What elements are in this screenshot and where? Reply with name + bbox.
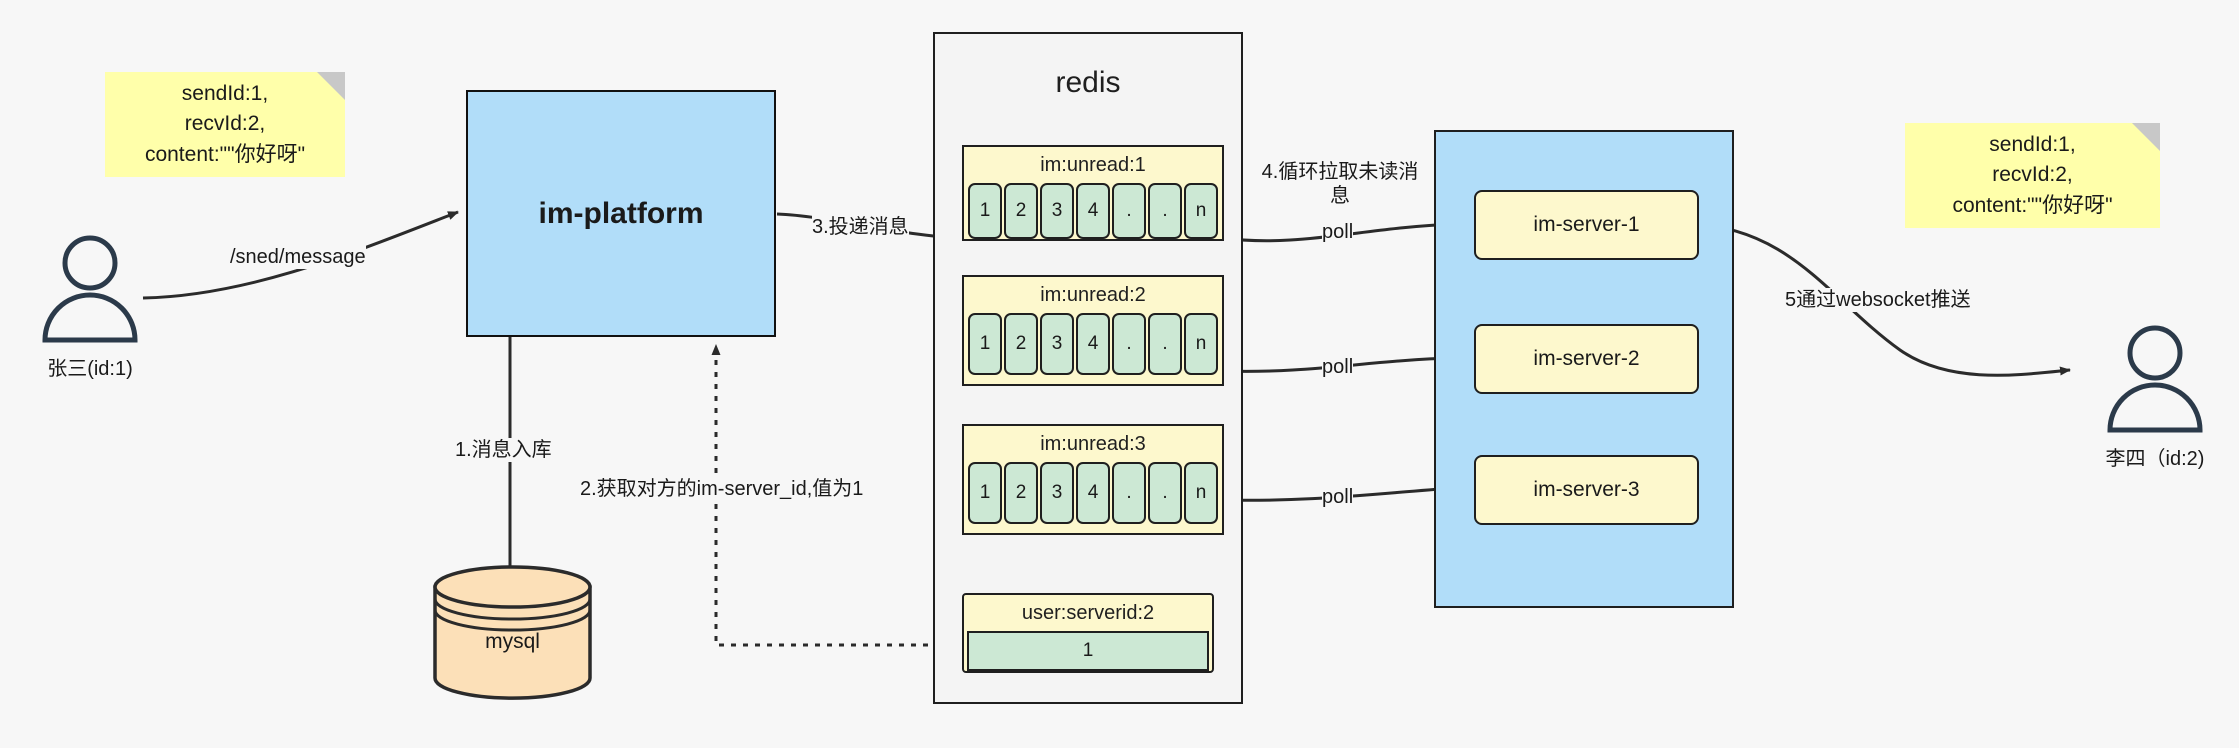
- mysql-label: mysql: [485, 630, 540, 653]
- edge-label-poll-2: poll: [1322, 355, 1354, 379]
- kv-value-label: 1: [967, 631, 1209, 671]
- queue-cells: 1 2 3 4 . . n: [964, 462, 1222, 524]
- sticky-fold-icon: [2132, 123, 2160, 151]
- im-server-2-label: im-server-2: [1533, 347, 1640, 370]
- queue-cell: 3: [1040, 183, 1074, 239]
- im-server-3-box[interactable]: im-server-3: [1474, 455, 1699, 525]
- queue-cell: 2: [1004, 462, 1038, 524]
- sticky-note-left: sendId:1, recvId:2, content:""你好呀": [105, 72, 345, 177]
- queue-cell: 3: [1040, 313, 1074, 375]
- queue-cell: .: [1112, 462, 1146, 524]
- user-icon-sender: [42, 235, 138, 343]
- queue-cell: 1: [968, 183, 1002, 239]
- sticky-note-right-text: sendId:1, recvId:2, content:""你好呀": [1952, 132, 2113, 217]
- redis-kv-user-serverid: user:serverid:2 1: [962, 593, 1214, 673]
- queue-key-label: im:unread:3: [1040, 433, 1146, 455]
- queue-cells: 1 2 3 4 . . n: [964, 313, 1222, 375]
- queue-key-label: im:unread:2: [1040, 284, 1146, 306]
- redis-queue-im-unread-3: im:unread:3 1 2 3 4 . . n: [962, 424, 1224, 535]
- queue-cells: 1 2 3 4 . . n: [964, 183, 1222, 239]
- database-cylinder-icon-mysql[interactable]: [430, 565, 595, 700]
- im-server-2-box[interactable]: im-server-2: [1474, 324, 1699, 394]
- queue-cell: 4: [1076, 313, 1110, 375]
- sender-label: 张三(id:1): [47, 358, 133, 380]
- queue-cell: .: [1148, 462, 1182, 524]
- redis-title: redis: [1055, 66, 1121, 99]
- sticky-note-right: sendId:1, recvId:2, content:""你好呀": [1905, 123, 2160, 228]
- queue-cell: .: [1112, 183, 1146, 239]
- queue-cell: n: [1184, 313, 1218, 375]
- user-icon-receiver: [2107, 325, 2203, 433]
- queue-cell: n: [1184, 183, 1218, 239]
- edge-label-step2: 2.获取对方的im-server_id,值为1: [580, 477, 864, 501]
- queue-cell: .: [1148, 183, 1182, 239]
- sticky-fold-icon: [317, 72, 345, 100]
- queue-cell: 2: [1004, 313, 1038, 375]
- im-platform-label: im-platform: [538, 196, 704, 230]
- im-platform-box[interactable]: im-platform: [466, 90, 776, 337]
- queue-key-label: im:unread:1: [1040, 154, 1146, 176]
- edge-label-poll-1: poll: [1322, 220, 1354, 244]
- receiver-label: 李四（id:2): [2105, 448, 2205, 470]
- im-server-1-box[interactable]: im-server-1: [1474, 190, 1699, 260]
- redis-queue-im-unread-2: im:unread:2 1 2 3 4 . . n: [962, 275, 1224, 386]
- queue-cell: 2: [1004, 183, 1038, 239]
- edge-label-send-message: /sned/message: [230, 245, 366, 269]
- queue-cell: .: [1148, 313, 1182, 375]
- queue-cell: 4: [1076, 183, 1110, 239]
- redis-queue-im-unread-1: im:unread:1 1 2 3 4 . . n: [962, 145, 1224, 241]
- queue-cell: 1: [968, 462, 1002, 524]
- queue-cell: 1: [968, 313, 1002, 375]
- edge-label-step1: 1.消息入库: [455, 438, 552, 462]
- edge-label-step4: 4.循环拉取未读消 息: [1255, 160, 1425, 208]
- edge-label-step5: 5通过websocket推送: [1785, 288, 1971, 312]
- im-server-3-label: im-server-3: [1533, 478, 1640, 501]
- edge-label-step3: 3.投递消息: [812, 215, 909, 239]
- kv-key-label: user:serverid:2: [1021, 602, 1155, 624]
- queue-cell: 4: [1076, 462, 1110, 524]
- queue-cell: 3: [1040, 462, 1074, 524]
- queue-cell: .: [1112, 313, 1146, 375]
- sticky-note-left-text: sendId:1, recvId:2, content:""你好呀": [144, 81, 306, 166]
- edge-label-poll-3: poll: [1322, 485, 1354, 509]
- queue-cell: n: [1184, 462, 1218, 524]
- im-server-1-label: im-server-1: [1533, 213, 1640, 236]
